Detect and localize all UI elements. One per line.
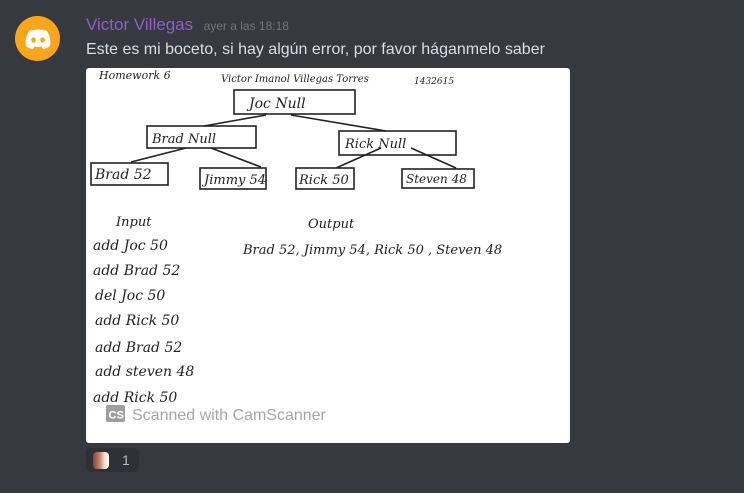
input-line: add steven 48 bbox=[95, 364, 194, 380]
tree-leaf-box-3 bbox=[295, 167, 355, 190]
reaction-emoji-icon bbox=[93, 451, 109, 469]
tree-leaf-box-4 bbox=[401, 168, 475, 189]
message-text: Este es mi boceto, si hay algún error, p… bbox=[86, 41, 545, 58]
timestamp: ayer a las 18:18 bbox=[203, 19, 289, 33]
input-label: Input bbox=[115, 215, 152, 230]
tree-right-label: Rick Null bbox=[344, 137, 406, 152]
input-line: del Joc 50 bbox=[95, 288, 165, 304]
tree-leaf-label: Brad 52 bbox=[94, 167, 152, 183]
sketch-header-name: Victor Imanol Villegas Torres bbox=[221, 74, 369, 85]
camscanner-watermark: CS Scanned with CamScanner bbox=[106, 405, 327, 424]
tree-right-box bbox=[338, 130, 457, 156]
sketch-image: Homework 6 Victor Imanol Villegas Torres… bbox=[90, 69, 502, 424]
avatar[interactable] bbox=[15, 16, 60, 61]
tree-leaf-label: Steven 48 bbox=[406, 172, 467, 186]
watermark-text: Scanned with CamScanner bbox=[132, 407, 327, 424]
reaction-count: 1 bbox=[122, 452, 130, 468]
output-label: Output bbox=[308, 217, 355, 232]
tree-leaf-box-1 bbox=[90, 162, 169, 186]
tree-left-label: Brad Null bbox=[151, 132, 216, 147]
sketch-header-id: 1432615 bbox=[414, 77, 454, 87]
input-line: add Rick 50 bbox=[95, 313, 179, 329]
tree-leaf-label: Jimmy 54 bbox=[201, 173, 266, 188]
tree-leaf-box-2 bbox=[199, 167, 267, 190]
camscanner-logo-icon bbox=[106, 405, 125, 422]
input-line: add Rick 50 bbox=[93, 390, 177, 406]
sketch-header-left: Homework 6 bbox=[98, 69, 171, 82]
tree-edges bbox=[130, 114, 457, 169]
tree-leaf-label: Rick 50 bbox=[298, 173, 349, 188]
input-line: add Brad 52 bbox=[93, 263, 180, 279]
discord-logo-icon bbox=[25, 29, 50, 49]
image-attachment[interactable]: Homework 6 Victor Imanol Villegas Torres… bbox=[86, 68, 570, 443]
input-line: add Brad 52 bbox=[95, 340, 182, 356]
username[interactable]: Victor Villegas bbox=[86, 15, 194, 34]
output-text: Brad 52, Jimmy 54, Rick 50 , Steven 48 bbox=[242, 243, 502, 258]
reaction-button[interactable]: 1 bbox=[86, 448, 139, 472]
input-line: add Joc 50 bbox=[93, 238, 168, 254]
message-header: Victor Villegas ayer a las 18:18 bbox=[86, 15, 289, 35]
tree-root-box bbox=[233, 89, 356, 115]
tree-root-label: Joc Null bbox=[246, 96, 306, 112]
camscanner-logo-text: CS bbox=[109, 410, 124, 422]
tree-left-box bbox=[146, 125, 257, 149]
